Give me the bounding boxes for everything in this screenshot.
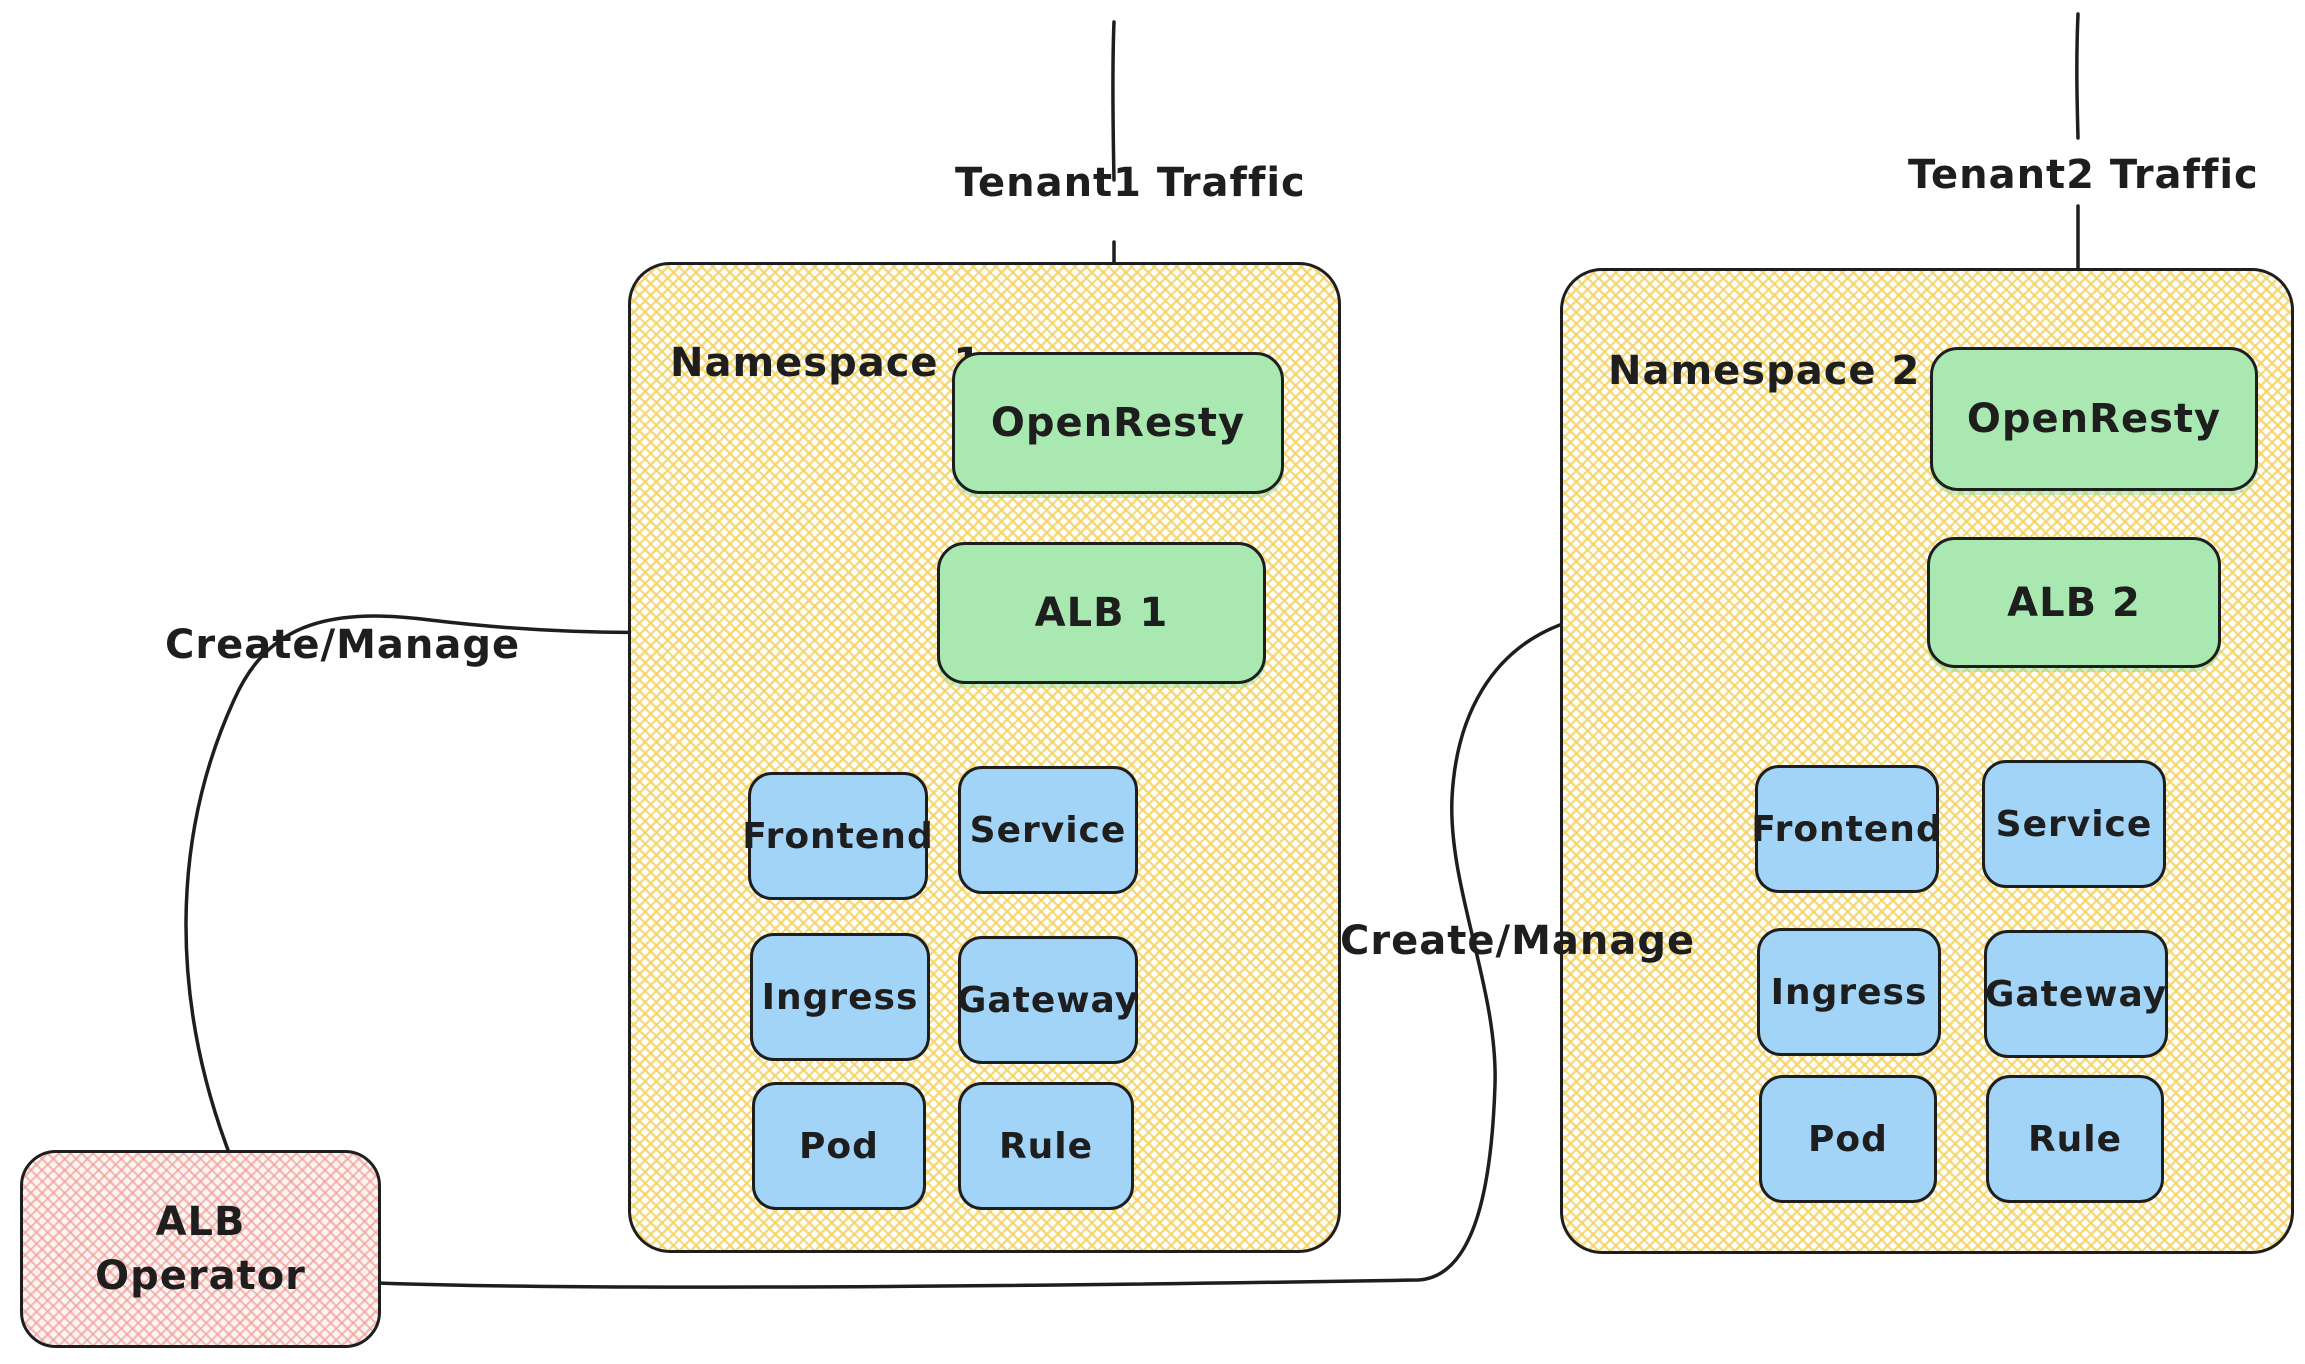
namespace-1-label: Namespace 1: [670, 340, 983, 386]
namespace-1-resource-ingress: Ingress: [750, 933, 930, 1061]
tenant1-arrow-line-top: [1111, 20, 1116, 182]
resource-label: Pod: [799, 1125, 879, 1167]
namespace-2-openresty-box: OpenResty: [1930, 347, 2258, 491]
namespace-2-label: Namespace 2: [1608, 348, 1921, 394]
alb-operator-box: ALB Operator: [20, 1150, 381, 1348]
namespace-1-alb-label: ALB 1: [1034, 590, 1169, 636]
namespace-2-resource-ingress: Ingress: [1757, 928, 1941, 1056]
resource-label: Ingress: [1770, 971, 1928, 1013]
resource-label: Service: [1995, 803, 2153, 845]
create-manage-left-label: Create/Manage: [165, 622, 521, 668]
resource-label: Frontend: [742, 815, 934, 857]
resource-label: Rule: [2027, 1118, 2123, 1160]
namespace-2-resource-frontend: Frontend: [1751, 765, 1942, 893]
namespace-2-resource-service: Service: [1982, 760, 2166, 888]
alb-operator-label: ALB Operator: [95, 1199, 306, 1299]
namespace-2-alb-label: ALB 2: [2007, 579, 2141, 626]
namespace-1-resource-pod: Pod: [752, 1082, 926, 1210]
namespace-2-resource-pod: Pod: [1759, 1075, 1937, 1203]
tenant2-traffic-label: Tenant2 Traffic: [1908, 152, 2259, 198]
namespace-1-resource-frontend: Frontend: [742, 772, 933, 900]
namespace-1-alb-box: ALB 1: [937, 542, 1266, 684]
namespace-1-openresty-box: OpenResty: [952, 352, 1284, 494]
create-manage-mid-label: Create/Manage: [1340, 918, 1696, 964]
namespace-1-resource-service: Service: [958, 766, 1138, 894]
tenant1-traffic-label: Tenant1 Traffic: [955, 160, 1306, 206]
namespace-1-resource-rule: Rule: [958, 1082, 1134, 1210]
resource-label: Gateway: [1984, 973, 2168, 1015]
resource-label: Ingress: [761, 976, 919, 1018]
namespace-2-alb-box: ALB 2: [1927, 537, 2221, 668]
namespace-2-resource-rule: Rule: [1986, 1075, 2164, 1203]
namespace-1-openresty-label: OpenResty: [990, 400, 1246, 446]
resource-label: Service: [969, 809, 1127, 851]
namespace-2-resource-gateway: Gateway: [1984, 930, 2168, 1058]
resource-label: Pod: [1808, 1118, 1888, 1160]
namespace-2-openresty-label: OpenResty: [1966, 396, 2222, 442]
tenant2-arrow-line-top: [2075, 12, 2080, 140]
resource-label: Rule: [998, 1125, 1094, 1167]
namespace-1-resource-gateway: Gateway: [956, 936, 1140, 1064]
resource-label: Frontend: [1751, 808, 1943, 850]
resource-label: Gateway: [956, 979, 1140, 1021]
